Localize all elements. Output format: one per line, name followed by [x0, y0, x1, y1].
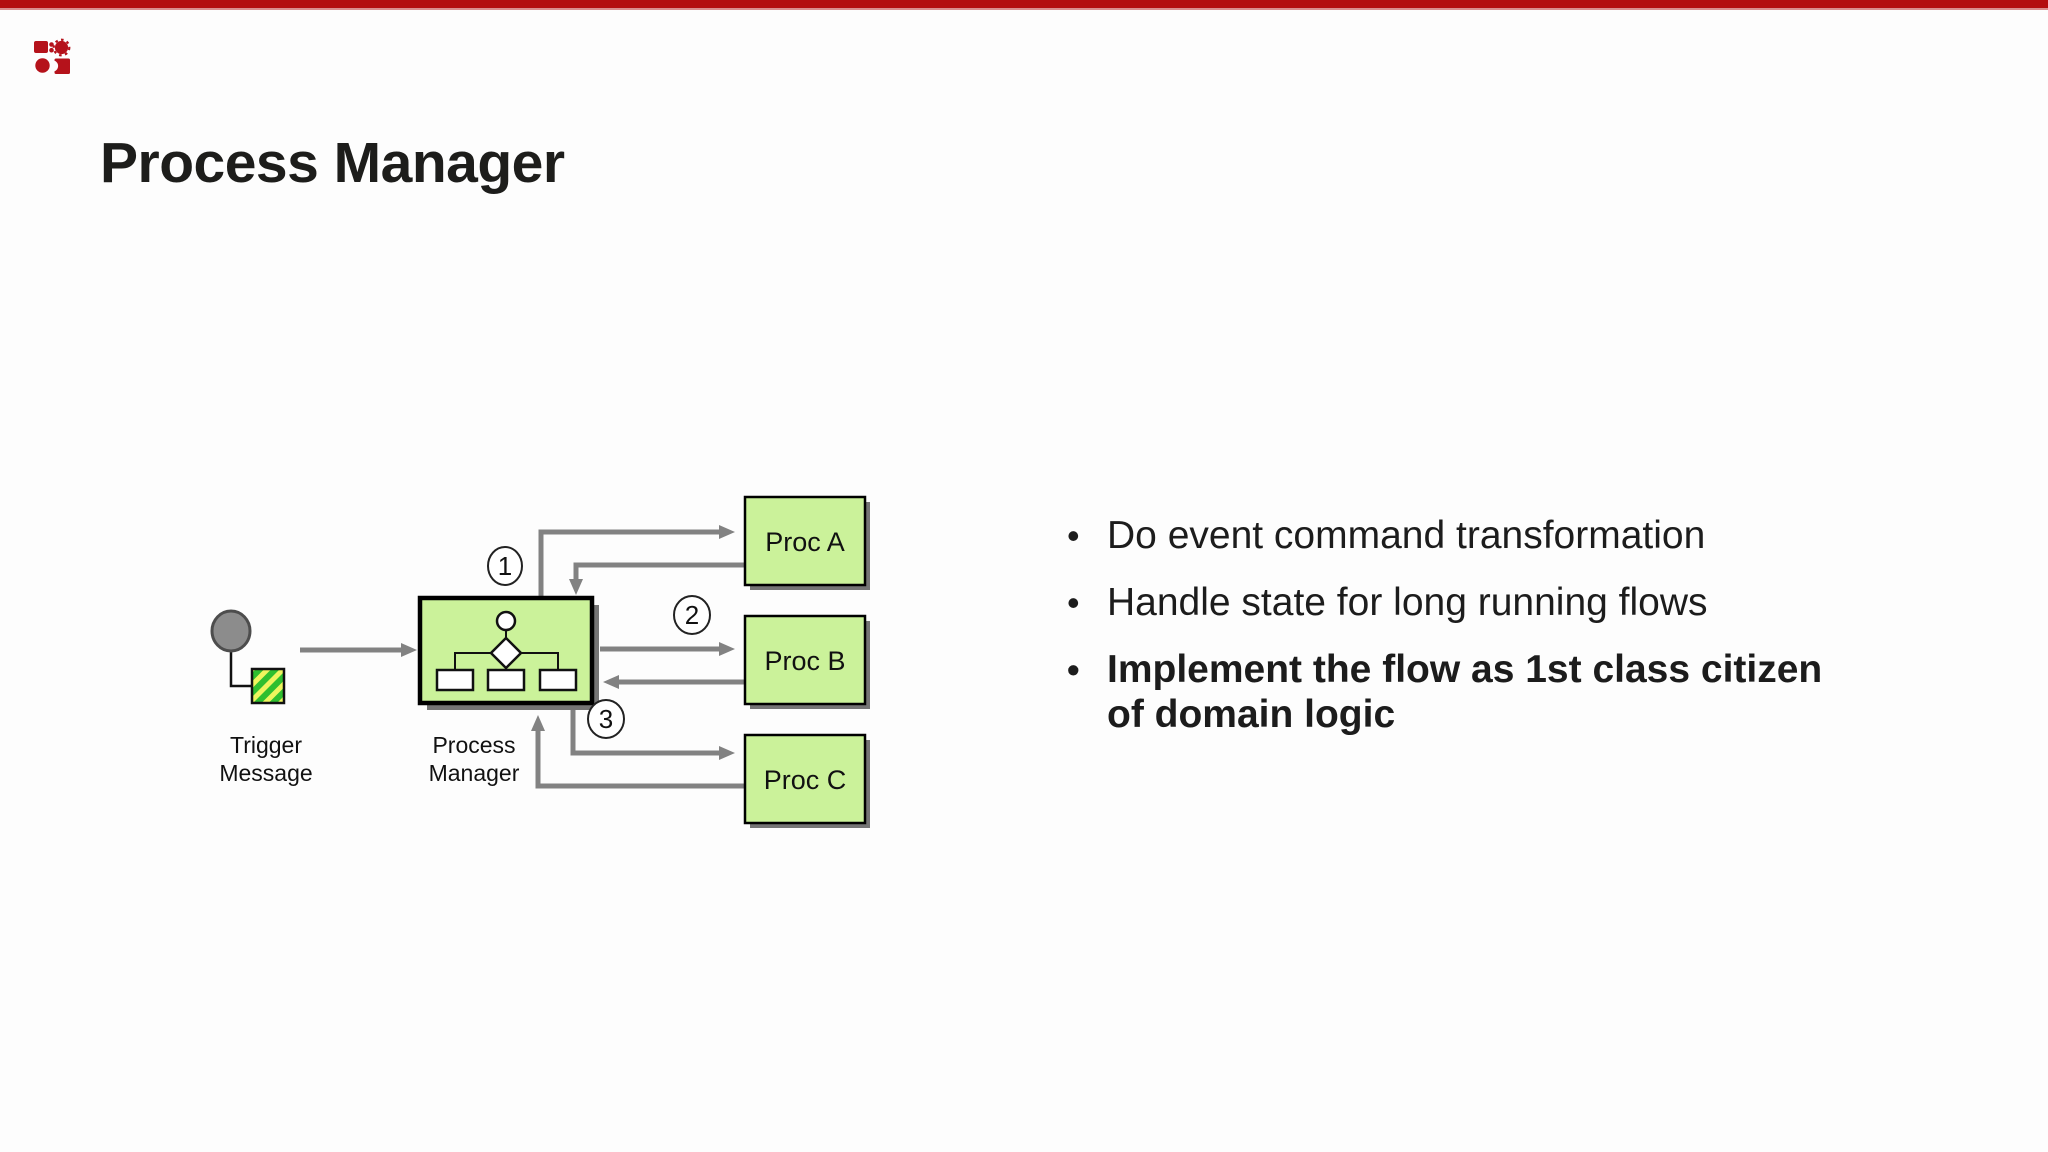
logo-notch: [46, 60, 59, 72]
step-1-badge: 1: [487, 546, 523, 586]
bullet-item-3: • Implement the flow as 1st class citize…: [1060, 647, 1880, 737]
trigger-caption-line1: Trigger: [230, 732, 302, 758]
logo-gear-teeth: [52, 38, 71, 57]
step-2-number: 2: [685, 600, 699, 630]
arrow-pm-to-proc-a: [538, 525, 735, 597]
pm-caption-line1: Process: [432, 732, 515, 758]
trigger-message-icon: [210, 609, 286, 705]
logo-gear-top-right: [54, 40, 69, 55]
logo-piece-top-left: [34, 41, 48, 53]
arrow-proc-c-to-pm: [531, 715, 745, 789]
pm-glyph-branch-left: [454, 652, 492, 670]
proc-c-box: Proc C: [743, 733, 870, 828]
step-2-circle: [673, 595, 711, 635]
step-1-number: 1: [498, 551, 512, 581]
pm-glyph-start-circle: [495, 610, 517, 632]
bullet-text: Do event command transformation: [1107, 514, 1706, 557]
pm-flow-glyph: [435, 610, 578, 692]
bullet-text: Handle state for long running flows: [1107, 581, 1708, 624]
step-1-circle: [487, 546, 523, 586]
proc-c-label: Proc C: [764, 765, 847, 795]
proc-b-rect: [743, 614, 867, 706]
proc-c-rect: [743, 733, 867, 825]
logo-icon: [34, 38, 71, 74]
pm-glyph-diamond: [489, 636, 523, 670]
bullet-text: Implement the flow as 1st class citizen …: [1107, 648, 1823, 736]
proc-b-box: Proc B: [743, 614, 870, 709]
pm-caption-line2: Manager: [429, 760, 520, 786]
trigger-striped-square: [250, 667, 286, 705]
logo-piece-bottom-right: [54, 58, 70, 74]
arrow-proc-a-to-pm: [569, 562, 745, 595]
pm-glyph-task-center: [486, 668, 526, 692]
process-manager-diagram: Proc A Proc B Proc C 1 2 3 Trigger Messa…: [210, 495, 870, 828]
bullet-item-2: • Handle state for long running flows: [1060, 580, 1880, 625]
logo-dot-2: [49, 47, 54, 53]
bullet-marker: •: [1067, 649, 1080, 690]
step-3-number: 3: [599, 704, 613, 734]
proc-a-box: Proc A: [743, 495, 870, 590]
trigger-caption-line2: Message: [219, 760, 312, 786]
trigger-circle: [210, 609, 252, 653]
logo-dot-1: [49, 42, 54, 47]
pm-glyph-task-right: [538, 668, 578, 692]
bullet-list: • Do event command transformation • Hand…: [1060, 513, 1880, 759]
bullet-marker: •: [1067, 582, 1080, 623]
logo-circle-bottom-left: [35, 58, 50, 73]
page-title: Process Manager: [100, 131, 565, 195]
proc-a-label: Proc A: [765, 527, 845, 557]
step-3-badge: 3: [587, 699, 625, 739]
pm-glyph-branch-right: [520, 652, 559, 670]
proc-a-rect: [743, 495, 867, 587]
process-manager-box: [417, 595, 599, 710]
top-accent-bar: [0, 0, 2048, 10]
step-2-badge: 2: [673, 595, 711, 635]
bullet-marker: •: [1067, 515, 1080, 556]
bullet-item-1: • Do event command transformation: [1060, 513, 1880, 558]
proc-b-label: Proc B: [764, 646, 845, 676]
arrow-pm-to-proc-c: [570, 706, 735, 760]
pm-glyph-task-left: [435, 668, 475, 692]
step-3-circle: [587, 699, 625, 739]
trigger-connector-line: [229, 650, 252, 688]
